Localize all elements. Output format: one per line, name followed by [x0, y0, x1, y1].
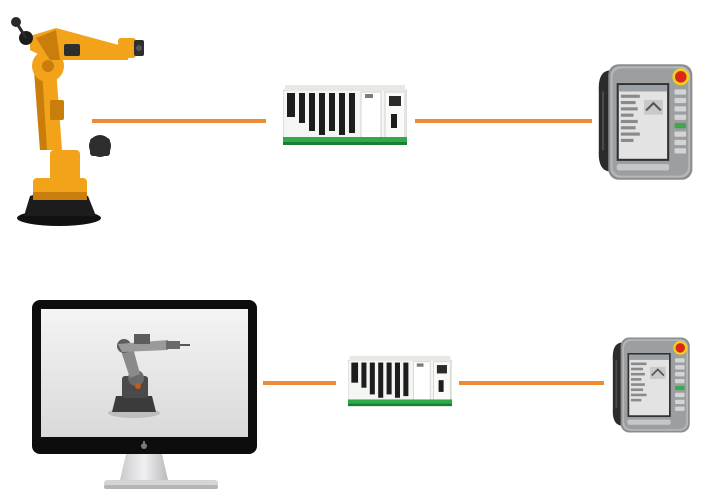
apple-logo-icon — [141, 441, 147, 449]
teach-pendant-top — [597, 63, 694, 181]
robot-simulation-render — [108, 334, 190, 418]
desktop-monitor — [32, 300, 257, 489]
teach-pendant-bottom — [611, 336, 691, 434]
plc-controller-rack-top — [283, 84, 407, 146]
industrial-robot-arm — [11, 17, 144, 226]
plc-controller-rack-bottom — [348, 355, 452, 407]
